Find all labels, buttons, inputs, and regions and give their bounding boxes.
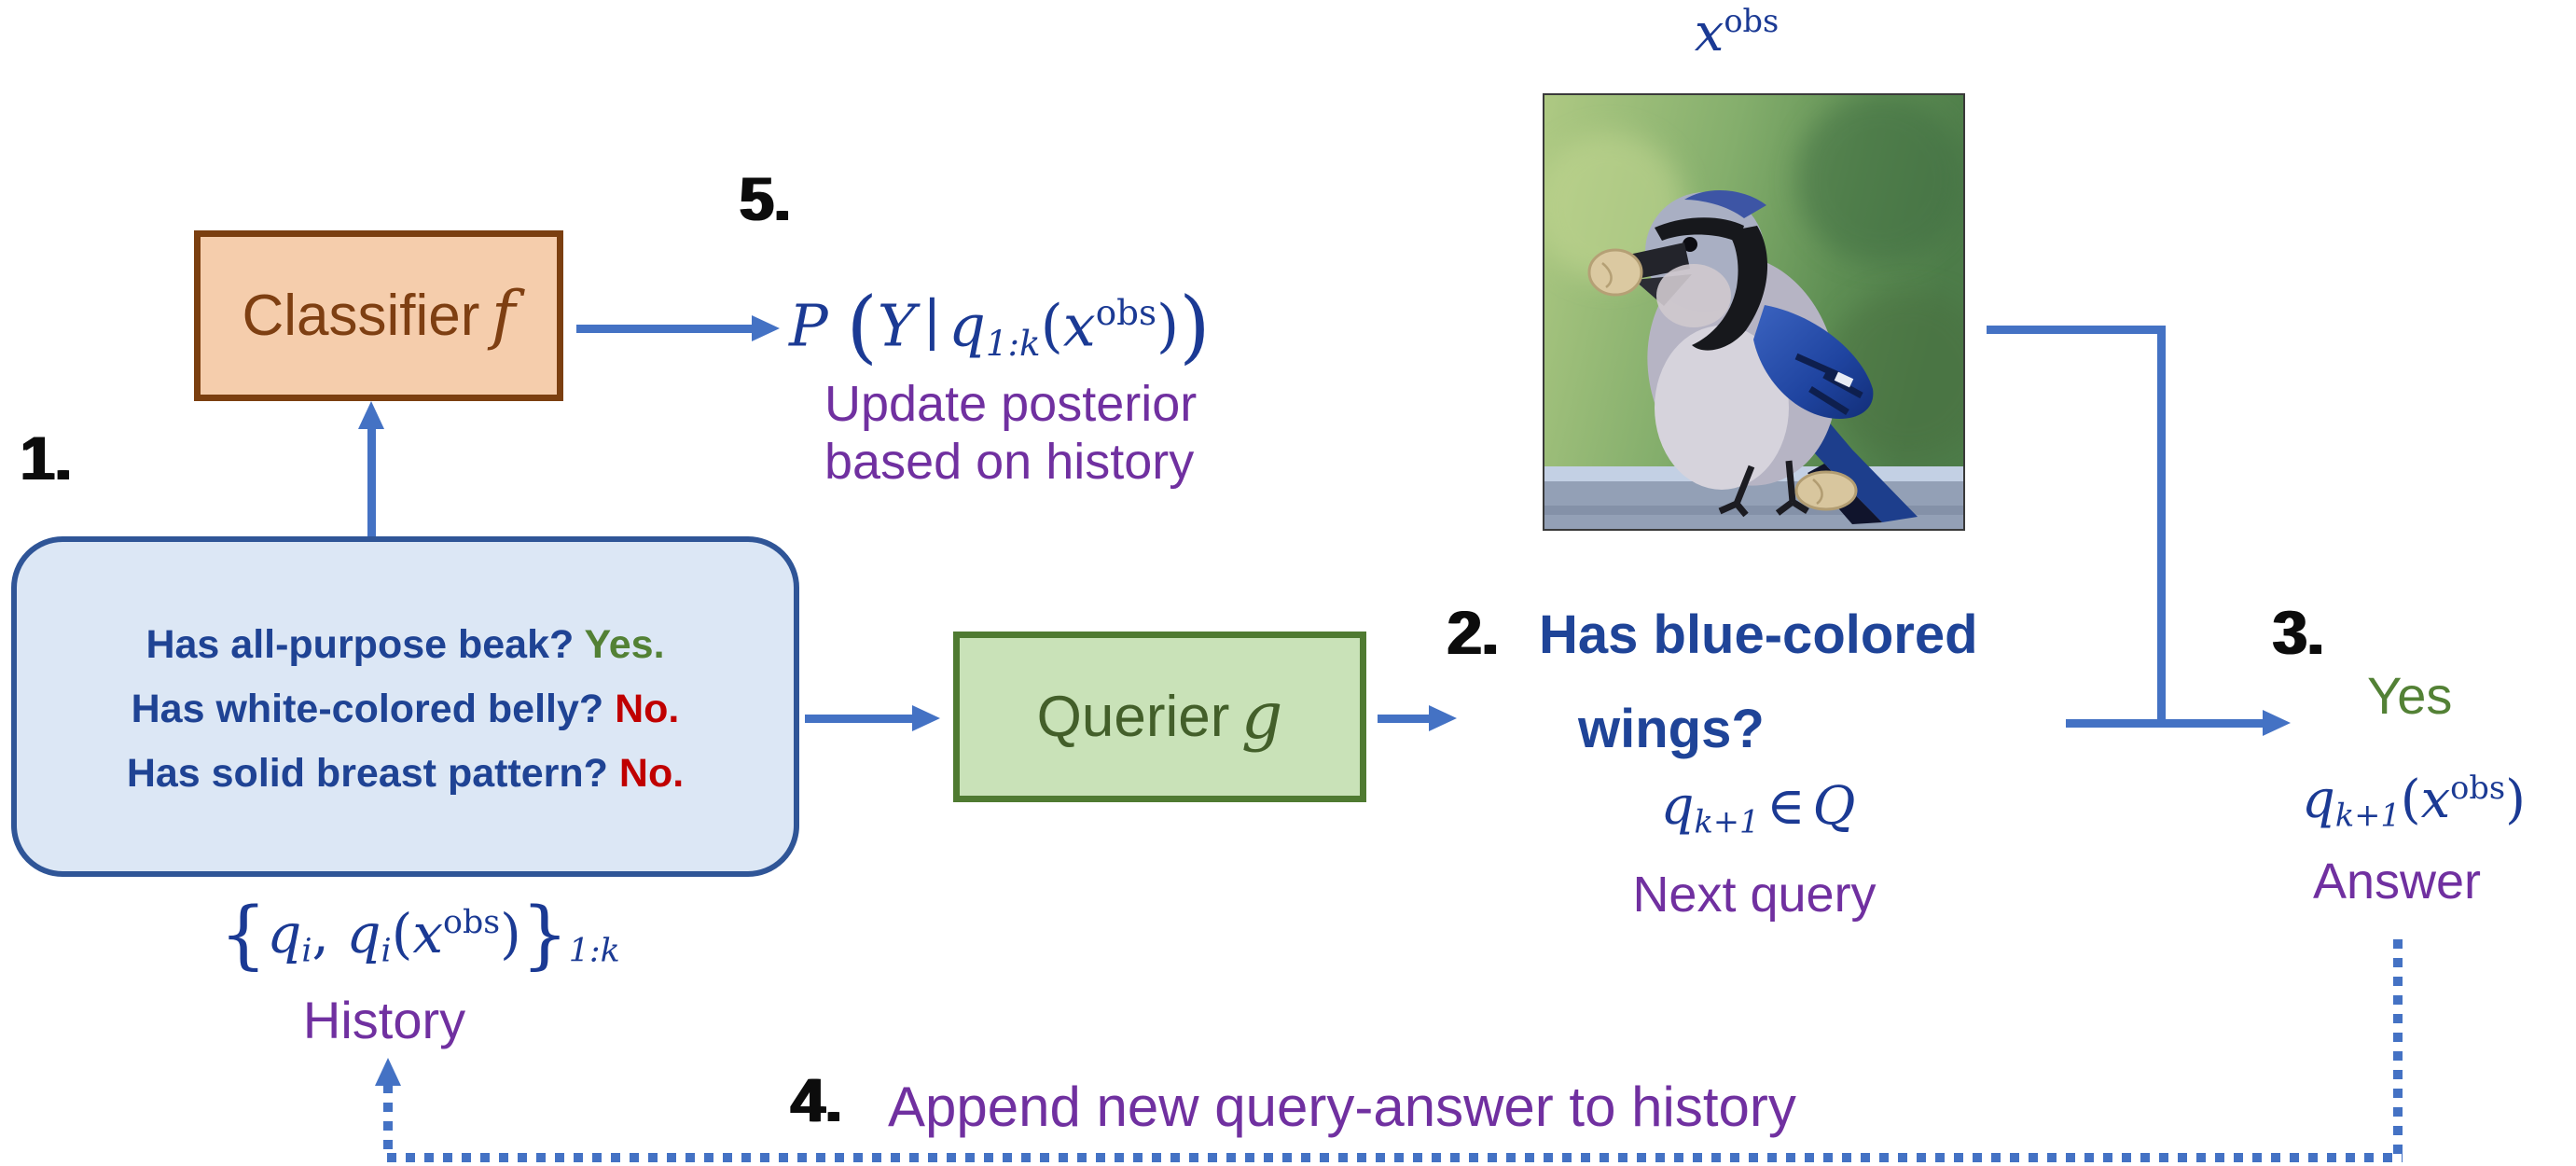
history-answer-3: No. bbox=[618, 751, 685, 796]
history-caption: History bbox=[302, 991, 466, 1049]
classifier-box: Classifier f bbox=[194, 230, 563, 401]
history-qa-line: Has solid breast pattern? No. bbox=[127, 754, 684, 794]
arrow-history-to-querier-shaft bbox=[805, 715, 914, 723]
connector-image-horizontal bbox=[1987, 326, 2166, 334]
next-query-caption: Next query bbox=[1632, 867, 1877, 923]
querier-symbol: g bbox=[1240, 678, 1283, 754]
history-question-1: Has all-purpose beak? bbox=[145, 622, 585, 667]
history-box: Has all-purpose beak? Yes. Has white-col… bbox=[11, 536, 799, 877]
step-2-number: 2. bbox=[1447, 598, 1500, 667]
dotted-feedback-arrowhead bbox=[375, 1058, 401, 1086]
history-answer-2: No. bbox=[615, 687, 680, 731]
history-qa-line: Has white-colored belly? No. bbox=[132, 689, 680, 729]
arrow-history-to-classifier-head bbox=[358, 401, 384, 429]
arrow-querier-to-query-head bbox=[1429, 705, 1457, 731]
arrow-history-to-classifier-shaft bbox=[367, 427, 376, 536]
querier-box: Querier g bbox=[953, 632, 1366, 802]
dotted-feedback-vertical-right bbox=[2393, 939, 2403, 1159]
update-posterior-caption: Update posterior based on history bbox=[824, 375, 1197, 491]
blue-jay-illustration bbox=[1544, 95, 1963, 529]
step-5-number: 5. bbox=[740, 164, 792, 233]
history-qa-line: Has all-purpose beak? Yes. bbox=[145, 625, 664, 665]
history-set-formula: {qi, qi(xobs)}1:k bbox=[219, 891, 620, 978]
answer-formula: qk+1(xobs) bbox=[2302, 770, 2526, 834]
arrow-classifier-to-posterior-shaft bbox=[576, 325, 755, 333]
update-posterior-line2: based on history bbox=[824, 434, 1195, 491]
next-query-text-line2: wings? bbox=[1578, 699, 1765, 759]
update-posterior-line1: Update posterior bbox=[824, 376, 1198, 432]
classifier-label: Classifier bbox=[242, 283, 480, 348]
querier-label: Querier bbox=[1036, 684, 1230, 749]
classifier-symbol: f bbox=[491, 277, 516, 353]
append-caption: Append new query-answer to history bbox=[888, 1076, 1796, 1138]
answer-value: Yes bbox=[2367, 666, 2453, 725]
observed-bird-image bbox=[1543, 93, 1965, 531]
step-3-number: 3. bbox=[2273, 598, 2325, 667]
arrow-to-answer-shaft bbox=[2066, 719, 2264, 728]
dotted-feedback-horizontal bbox=[387, 1153, 2403, 1162]
posterior-formula: P (Y∣q1:k(xobs)) bbox=[789, 281, 1211, 373]
arrow-history-to-querier-head bbox=[912, 705, 940, 731]
arrow-querier-to-query-shaft bbox=[1378, 715, 1431, 723]
step-4-number: 4. bbox=[791, 1065, 843, 1134]
history-question-2: Has white-colored belly? bbox=[131, 687, 616, 731]
arrow-to-answer-head bbox=[2263, 710, 2291, 736]
xobs-label: xobs bbox=[1694, 3, 1780, 64]
dotted-feedback-vertical-left bbox=[383, 1084, 393, 1157]
next-query-text-line1: Has blue-colored bbox=[1539, 604, 1978, 665]
arrow-classifier-to-posterior-head bbox=[752, 315, 780, 341]
next-query-formula: qk+1∈Q bbox=[1660, 776, 1856, 840]
history-answer-1: Yes. bbox=[584, 622, 665, 667]
history-question-3: Has solid breast pattern? bbox=[126, 751, 619, 796]
connector-image-vertical bbox=[2157, 326, 2166, 727]
step-1-number: 1. bbox=[21, 423, 73, 493]
answer-caption: Answer bbox=[2312, 854, 2482, 909]
